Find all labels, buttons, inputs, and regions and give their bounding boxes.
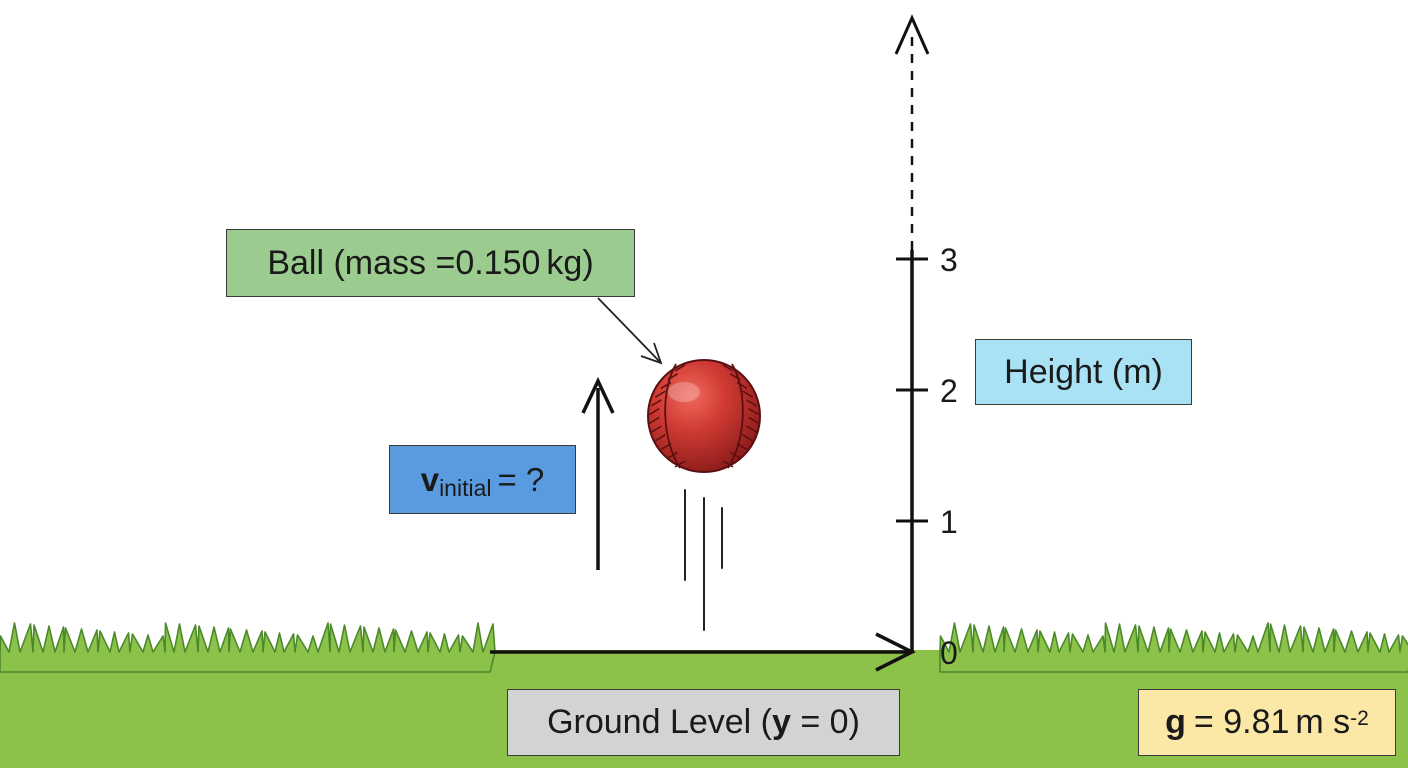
height-axis: 0 1 2 3 [894, 14, 958, 671]
initial-velocity-label: v initial = ? [389, 445, 576, 514]
gravity-symbol: g [1165, 703, 1186, 741]
height-axis-label: Height (m) [975, 339, 1192, 405]
velocity-rest: = ? [497, 460, 545, 498]
ball-label-prefix: Ball (mass = [267, 243, 456, 282]
ground-label-variable: y [772, 703, 791, 741]
velocity-symbol: v [420, 460, 440, 498]
velocity-arrow [581, 376, 615, 570]
velocity-subscript: initial [439, 475, 492, 501]
height-tick-label-0: 0 [940, 635, 958, 671]
ball-label-value: 0.150 [455, 243, 541, 282]
ball-mass-label: Ball (mass = 0.150 kg ) [226, 229, 635, 297]
gravity-unit: m s [1295, 703, 1351, 741]
motion-lines [684, 489, 723, 631]
height-label-text: Height (m) [1004, 352, 1163, 391]
gravity-exponent: -2 [1350, 706, 1369, 730]
ball-pointer-arrow [597, 297, 663, 365]
height-axis-arrow-head [894, 14, 930, 55]
ground-label-rest: = 0) [790, 703, 860, 741]
height-tick-label-3: 3 [940, 242, 958, 278]
ground-level-label: Ground Level ( y = 0) [507, 689, 900, 756]
ball-seam-right [727, 363, 744, 469]
gravity-equals: = 9.81 [1193, 703, 1290, 741]
height-tick-label-1: 1 [940, 504, 958, 540]
ball [647, 359, 761, 473]
ball-label-unit: kg [546, 243, 583, 282]
ball-seam-left [664, 363, 681, 469]
ball-label-suffix: ) [582, 243, 594, 282]
height-tick-label-2: 2 [940, 373, 958, 409]
gravity-label: g = 9.81 m s -2 [1138, 689, 1396, 756]
ground-label-prefix: Ground Level ( [547, 703, 772, 741]
